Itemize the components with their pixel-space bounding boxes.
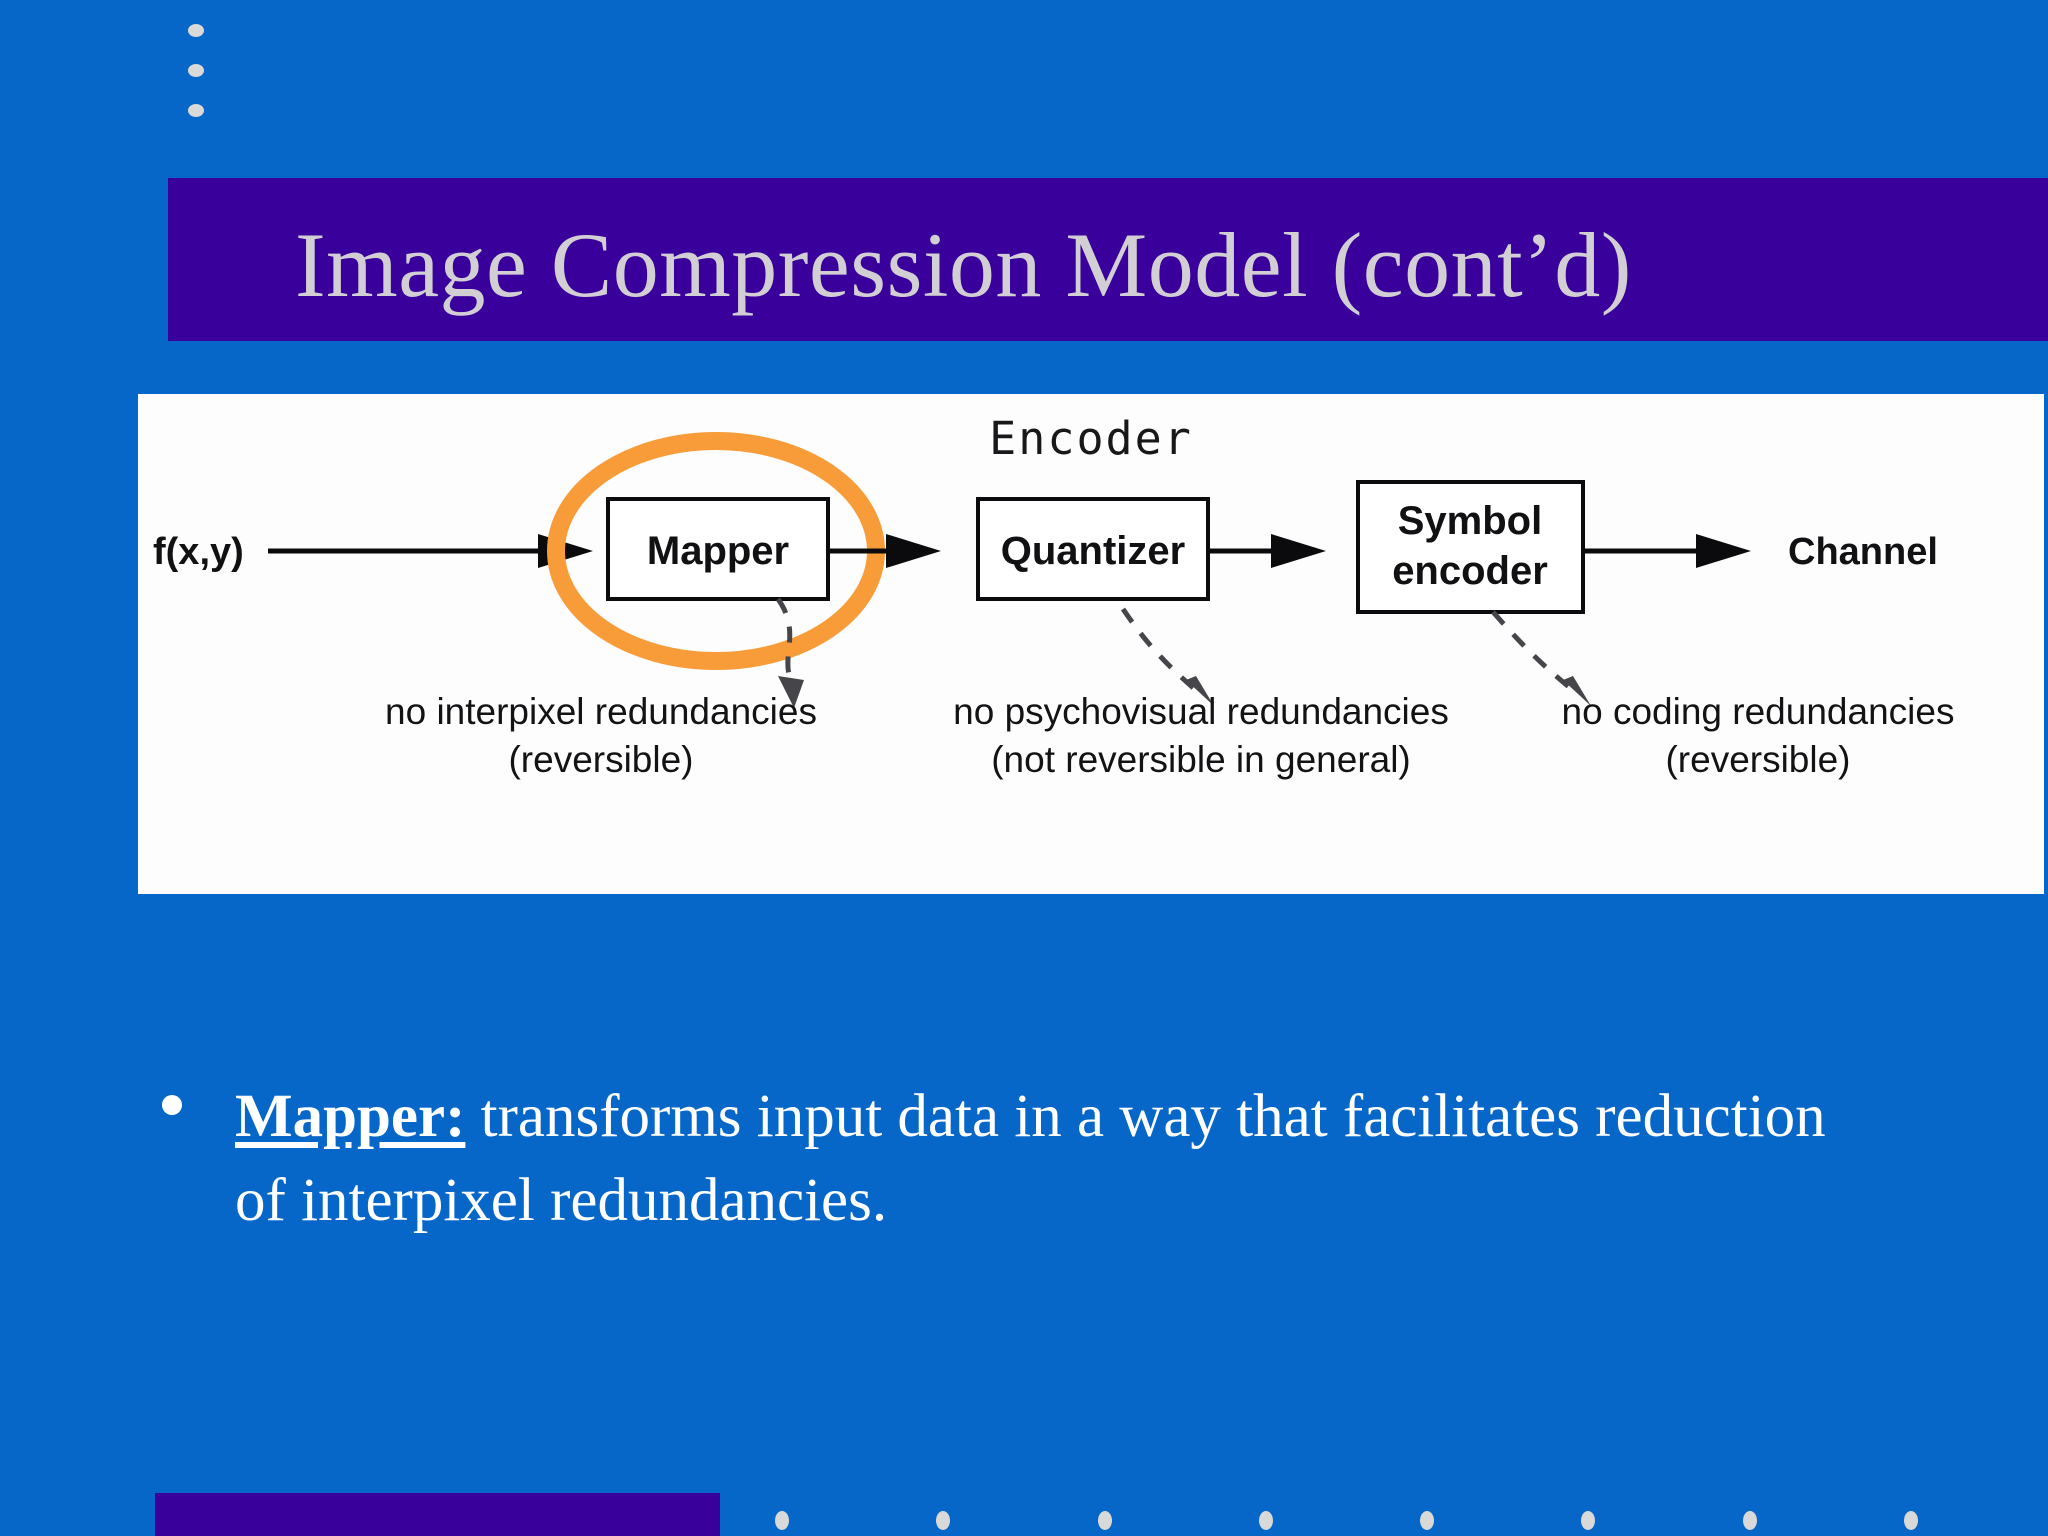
- caption-1-line1: no interpixel redundancies: [385, 691, 817, 732]
- arrowhead-icon: [778, 676, 804, 708]
- encoder-diagram-panel: Encoder f(x,y) Mapper Quantizer Symbol: [138, 394, 2044, 894]
- box-quantizer-label: Quantizer: [1001, 529, 1185, 573]
- arrowhead-icon: [1563, 676, 1591, 706]
- caption-1-line2: (reversible): [508, 739, 693, 780]
- caption-2-line1: no psychovisual redundancies: [953, 691, 1449, 732]
- dashed-pointer-1: [775, 597, 796, 686]
- decorative-dot-icon: [188, 104, 204, 117]
- decorative-dot-icon: [1904, 1511, 1918, 1530]
- caption-3-line2: (reversible): [1665, 739, 1850, 780]
- decorative-dot-icon: [1743, 1511, 1757, 1530]
- footer-dot-group: [755, 1511, 2045, 1536]
- bullet-lead-term: Mapper:: [235, 1083, 466, 1150]
- top-left-dot-group: [188, 16, 218, 126]
- arrowhead-icon: [1696, 534, 1751, 568]
- decorative-dot-icon: [1259, 1511, 1273, 1530]
- box-quantizer: [976, 497, 1210, 601]
- diagram-input-label: f(x,y): [153, 531, 244, 573]
- decorative-dot-icon: [1420, 1511, 1434, 1530]
- decorative-dot-icon: [1098, 1511, 1112, 1530]
- box-symbol-encoder-label-line1: Symbol: [1398, 499, 1542, 543]
- dashed-pointer-2: [1120, 607, 1200, 694]
- box-symbol-encoder: [1356, 480, 1585, 614]
- dashed-pointer-3: [1491, 610, 1577, 694]
- decorative-dot-icon: [1581, 1511, 1595, 1530]
- encoder-diagram: Encoder f(x,y) Mapper Quantizer Symbol: [153, 412, 1955, 780]
- diagram-heading: Encoder: [989, 412, 1193, 465]
- decorative-dot-icon: [188, 64, 204, 77]
- caption-2-line2: (not reversible in general): [991, 739, 1411, 780]
- decorative-dot-icon: [188, 24, 204, 37]
- footer-bar: [155, 1493, 720, 1536]
- box-mapper-label: Mapper: [647, 529, 789, 573]
- bullet-marker-icon: [162, 1095, 182, 1115]
- decorative-dot-icon: [775, 1511, 789, 1530]
- caption-3-line1: no coding redundancies: [1562, 691, 1955, 732]
- diagram-output-label: Channel: [1788, 531, 1938, 573]
- decorative-dot-icon: [936, 1511, 950, 1530]
- arrowhead-icon: [886, 534, 941, 568]
- arrowhead-icon: [1186, 676, 1214, 706]
- bullet-body-text: transforms input data in a way that faci…: [235, 1083, 1826, 1234]
- title-banner: [168, 178, 2048, 341]
- arrowhead-icon: [1271, 534, 1326, 568]
- bullet-item-mapper: Mapper: transforms input data in a way t…: [235, 1075, 1875, 1243]
- box-symbol-encoder-label-line2: encoder: [1392, 549, 1548, 593]
- page-title: Image Compression Model (cont’d): [295, 214, 1632, 316]
